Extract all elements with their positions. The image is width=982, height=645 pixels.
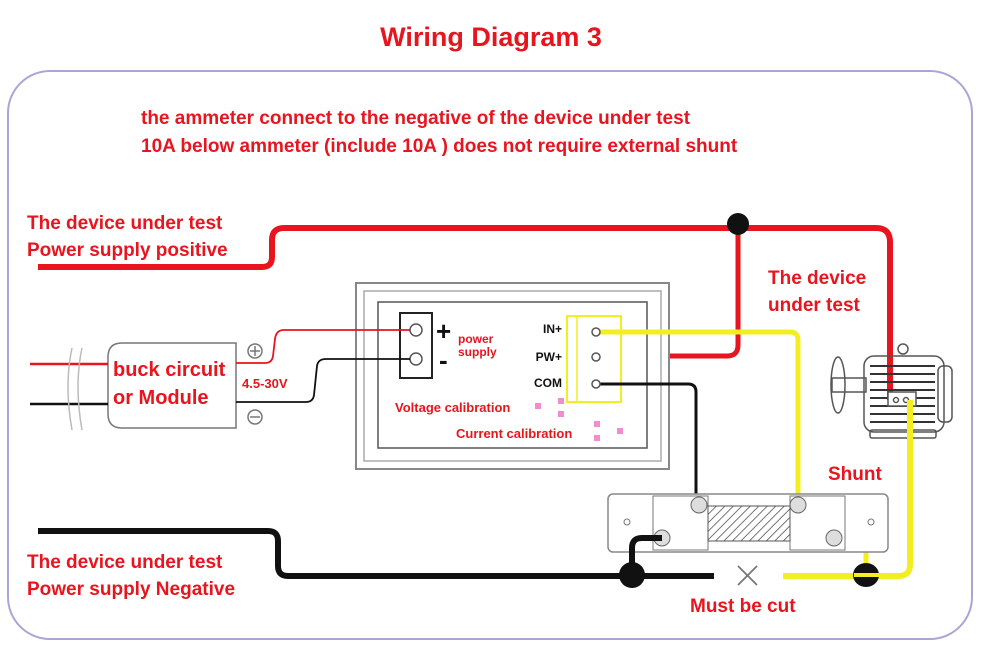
pw-plus-wire (596, 228, 741, 359)
note-line-1: the ammeter connect to the negative of t… (141, 108, 691, 129)
current-calibration-pads[interactable] (594, 421, 623, 441)
negative-label-line-2: Power supply Negative (27, 579, 235, 600)
module-negative-wire (236, 358, 410, 403)
diagram-title: Wiring Diagram 3 (380, 22, 602, 52)
terminal-com-label: COM (534, 376, 562, 390)
wire-break-icon (67, 347, 83, 431)
in-plus-wire (596, 329, 801, 500)
meter-module (355, 282, 670, 470)
plus-circle-icon (247, 343, 263, 359)
buck-label-line-1: buck circuit (113, 359, 226, 381)
positive-wire (38, 225, 893, 400)
cut-mark-icon (737, 565, 758, 586)
minus-symbol: - (439, 345, 448, 375)
shunt-negative-wire (629, 535, 662, 576)
buck-module (107, 342, 237, 429)
terminal-pw[interactable] (591, 352, 601, 362)
note-line-2: 10A below ammeter (include 10A ) does no… (141, 136, 738, 157)
com-wire (596, 382, 698, 500)
buck-label-line-2: or Module (113, 387, 209, 409)
terminal-in-label: IN+ (543, 322, 562, 336)
shunt-label: Shunt (828, 464, 882, 485)
power-plus-terminal[interactable] (409, 323, 423, 337)
negative-label-line-1: The device under test (27, 552, 223, 573)
dut-label-line-2: under test (768, 295, 861, 316)
shunt (607, 493, 889, 553)
voltage-calibration-label: Voltage calibration (395, 400, 510, 415)
voltage-range-label: 4.5-30V (242, 376, 288, 391)
voltage-calibration-pads[interactable] (535, 398, 564, 417)
dut-label-line-1: The device (768, 268, 866, 289)
motor-icon (830, 343, 953, 439)
positive-junction-dot (727, 213, 749, 235)
module-positive-wire (236, 329, 410, 364)
terminal-com[interactable] (591, 379, 601, 389)
terminal-in[interactable] (591, 327, 601, 337)
terminal-pw-label: PW+ (536, 350, 562, 364)
must-be-cut-label: Must be cut (690, 596, 796, 617)
positive-label-line-2: Power supply positive (27, 240, 228, 261)
power-label-line-1: power (458, 332, 494, 346)
motor-negative-wire (783, 400, 913, 579)
diagram-frame (7, 70, 973, 640)
power-connector (399, 312, 433, 379)
current-calibration-label: Current calibration (456, 426, 572, 441)
negative-wire (38, 528, 714, 579)
power-label-line-2: supply (458, 345, 497, 359)
positive-label-line-1: The device under test (27, 213, 223, 234)
minus-circle-icon (247, 409, 263, 425)
negative-junction-dot (619, 562, 645, 588)
plus-symbol: + (436, 316, 451, 346)
signal-terminal-block (566, 315, 622, 403)
power-minus-terminal[interactable] (409, 352, 423, 366)
